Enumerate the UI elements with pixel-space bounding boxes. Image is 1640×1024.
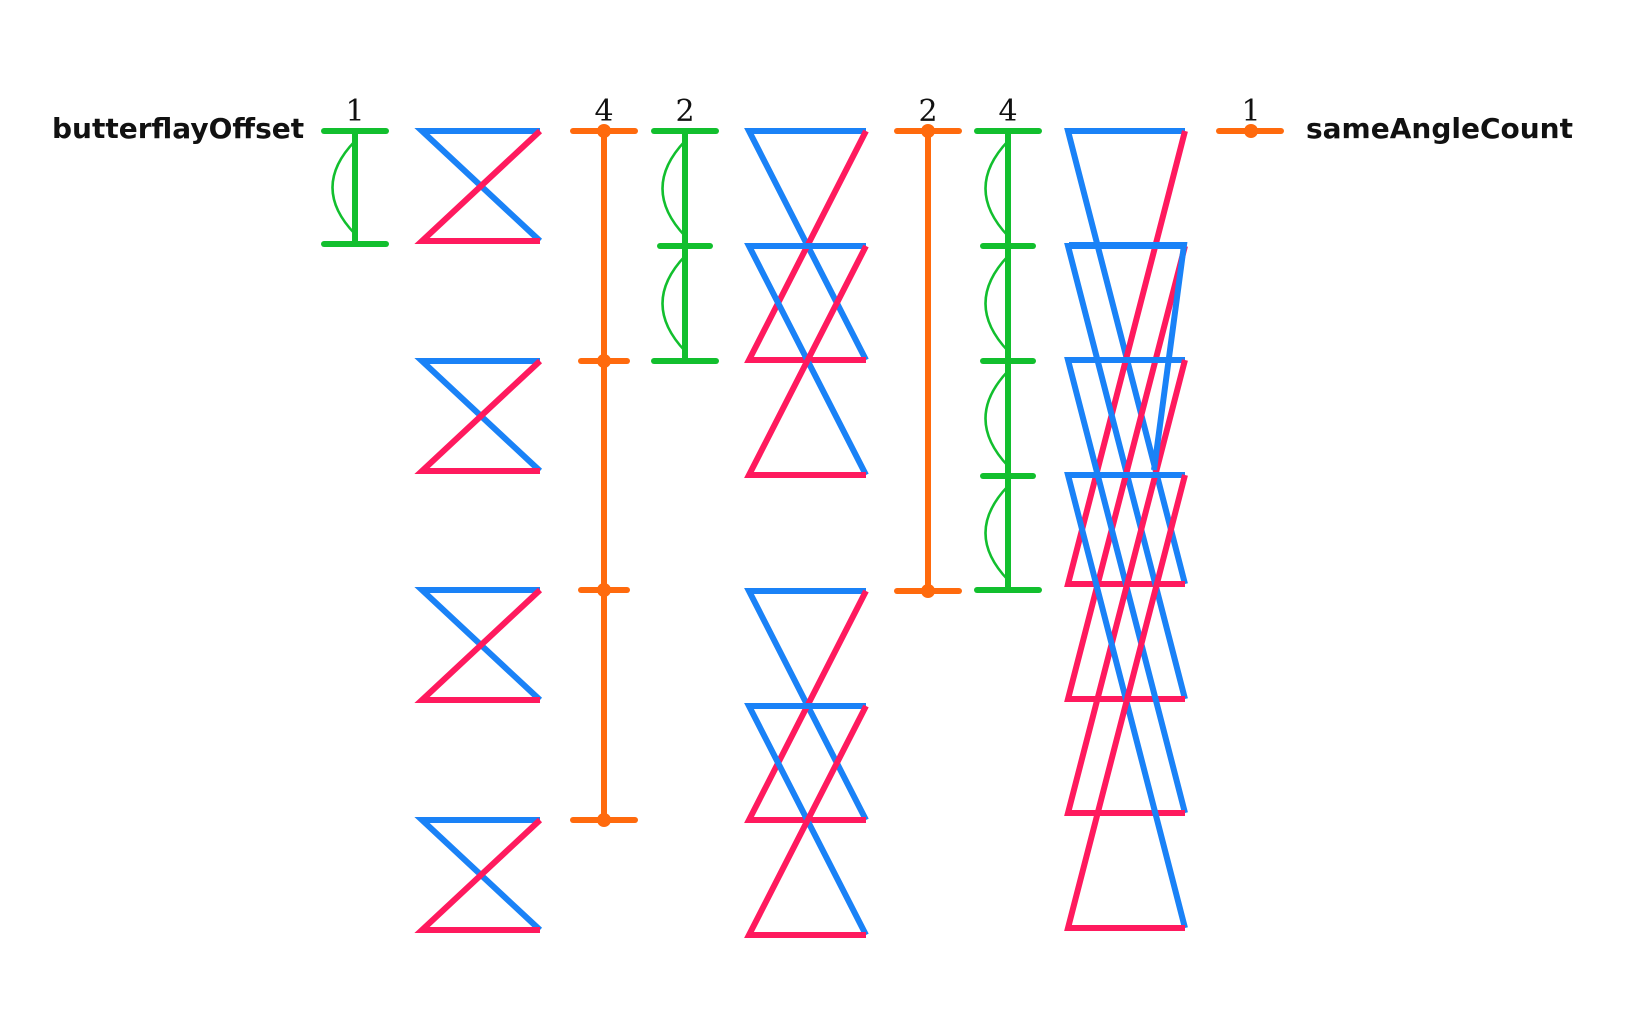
butterfly-pink-stroke [1064, 474, 1188, 931]
green-bracket-number-3: 4 [998, 94, 1017, 129]
offset-bracket-arc [984, 485, 1009, 581]
butterfly-icon [414, 358, 543, 474]
butterfly-shapes [414, 128, 1188, 938]
butterfly-icon [1064, 357, 1188, 816]
same-angle-bracket-dot [597, 124, 611, 138]
same-angle-bracket-icon [570, 124, 638, 827]
butterfly-blue-stroke [1069, 242, 1188, 471]
same-angle-bracket-dot [597, 354, 611, 368]
butterfly-blue-stroke [414, 128, 543, 244]
butterfly-blue-stroke [744, 128, 869, 362]
same-angle-bracket-dot [921, 124, 935, 138]
offset-bracket-arc [984, 370, 1009, 467]
butterfly-pink-stroke [414, 358, 543, 474]
butterfly-pink-stroke [744, 704, 869, 938]
offset-bracket-icon [321, 128, 389, 247]
orange-bracket-number-2: 2 [918, 94, 937, 129]
butterfly-offset-label: butterflayOffset [52, 112, 304, 145]
butterfly-blue-stroke [744, 588, 869, 822]
same-angle-bracket-icon [894, 124, 962, 598]
butterfly-icon [414, 128, 543, 244]
green-bracket-number-2: 2 [675, 94, 694, 129]
orange-angle-brackets [570, 124, 1284, 827]
butterfly-icon [1064, 472, 1188, 931]
green-offset-brackets [321, 128, 1042, 593]
butterfly-pink-stroke [414, 817, 543, 933]
same-angle-count-label: sameAngleCount [1306, 112, 1573, 145]
same-angle-bracket-dot [921, 584, 935, 598]
orange-bracket-number-1: 4 [594, 94, 613, 129]
butterfly-blue-stroke [1064, 472, 1188, 929]
offset-bracket-arc [984, 140, 1009, 237]
butterfly-pink-stroke [414, 128, 543, 244]
butterfly-icon [414, 587, 543, 703]
legend-orange-number: 1 [1241, 94, 1260, 129]
butterfly-pink-stroke [744, 244, 869, 478]
offset-bracket-arc [661, 255, 686, 352]
legend-orange-marker-icon [1216, 124, 1284, 138]
butterfly-blue-stroke [414, 358, 543, 474]
green-bracket-number-1: 1 [345, 94, 364, 129]
butterfly-blue-stroke [1064, 128, 1188, 585]
same-angle-bracket-dot [597, 813, 611, 827]
offset-bracket-icon [651, 128, 719, 364]
offset-bracket-arc [661, 140, 686, 237]
offset-bracket-arc [984, 255, 1009, 352]
offset-bracket-icon [974, 128, 1042, 593]
butterfly-icon [744, 128, 869, 363]
butterfly-blue-stroke [744, 243, 869, 477]
butterfly-pink-stroke [744, 129, 869, 363]
offset-bracket-arc [331, 140, 356, 235]
butterfly-icon [1064, 128, 1188, 587]
butterfly-icon [414, 817, 543, 933]
same-angle-bracket-dot [597, 583, 611, 597]
butterfly-icon [744, 588, 869, 823]
butterfly-pink-stroke [1064, 245, 1188, 702]
butterfly-blue-stroke [744, 703, 869, 937]
butterfly-blue-stroke [1064, 357, 1188, 814]
butterfly-pink-stroke [414, 587, 543, 703]
butterfly-pink-stroke [1064, 130, 1188, 587]
butterfly-icon [744, 243, 869, 478]
butterfly-pink-stroke [1064, 359, 1188, 816]
butterfly-icon [744, 703, 869, 938]
legend-orange-dot [1244, 124, 1258, 138]
butterfly-pink-stroke [744, 589, 869, 823]
butterfly-blue-stroke [414, 817, 543, 933]
butterfly-blue-stroke [414, 587, 543, 703]
